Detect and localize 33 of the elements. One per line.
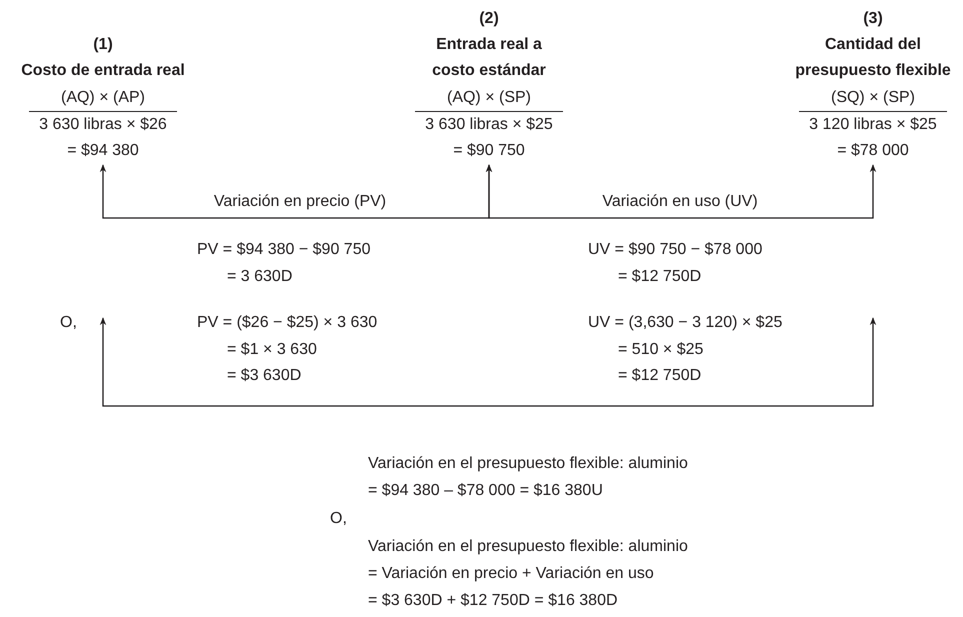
column-heading: Entrada real a costo estándar — [431, 35, 547, 81]
calculation-text: = $1 × 3 630 — [227, 340, 317, 360]
column-number: (1) — [92, 35, 114, 55]
bracket-arrow — [486, 164, 876, 219]
column-number: (3) — [862, 9, 884, 29]
calculation-text: = 3 630D — [227, 267, 292, 287]
calculation-text: UV = (3,630 − 3 120) × $25 — [588, 313, 782, 333]
formula-result: = $94 380 — [66, 141, 140, 161]
formula-denominator: 3 630 libras × $25 — [415, 111, 563, 137]
column-number: (2) — [478, 9, 500, 29]
calculation-text: = $12 750D — [618, 267, 702, 287]
calculation-text: = Variación en precio + Variación en uso — [368, 564, 654, 584]
formula-numerator: (SQ) × (SP) — [830, 88, 916, 108]
calculation-text: = $3 630D + $12 750D = $16 380D — [368, 591, 618, 611]
calculation-text: O, — [60, 313, 77, 333]
column-heading: Costo de entrada real — [20, 61, 186, 81]
formula-denominator: 3 630 libras × $26 — [29, 111, 177, 137]
formula-numerator: (AQ) × (AP) — [60, 88, 146, 108]
calculation-text: O, — [330, 509, 347, 529]
calculation-text: = 510 × $25 — [618, 340, 704, 360]
calculation-text: Variación en el presupuesto flexible: aluminio — [368, 537, 688, 557]
formula-result: = $90 750 — [452, 141, 526, 161]
calculation-text: PV = $94 380 − $90 750 — [197, 240, 370, 260]
calculation-text: = $94 380 – $78 000 = $16 380U — [368, 481, 603, 501]
calculation-text: PV = ($26 − $25) × 3 630 — [197, 313, 378, 333]
formula-denominator: 3 120 libras × $25 — [799, 111, 947, 137]
formula-numerator: (AQ) × (SP) — [446, 88, 532, 108]
calculation-text: = $3 630D — [227, 366, 302, 386]
calculation-text: Variación en el presupuesto flexible: aluminio — [368, 454, 688, 474]
column-heading: Cantidad del presupuesto flexible — [794, 35, 952, 81]
calculation-text: UV = $90 750 − $78 000 — [588, 240, 762, 260]
calculation-text: = $12 750D — [618, 366, 702, 386]
formula-result: = $78 000 — [836, 141, 910, 161]
